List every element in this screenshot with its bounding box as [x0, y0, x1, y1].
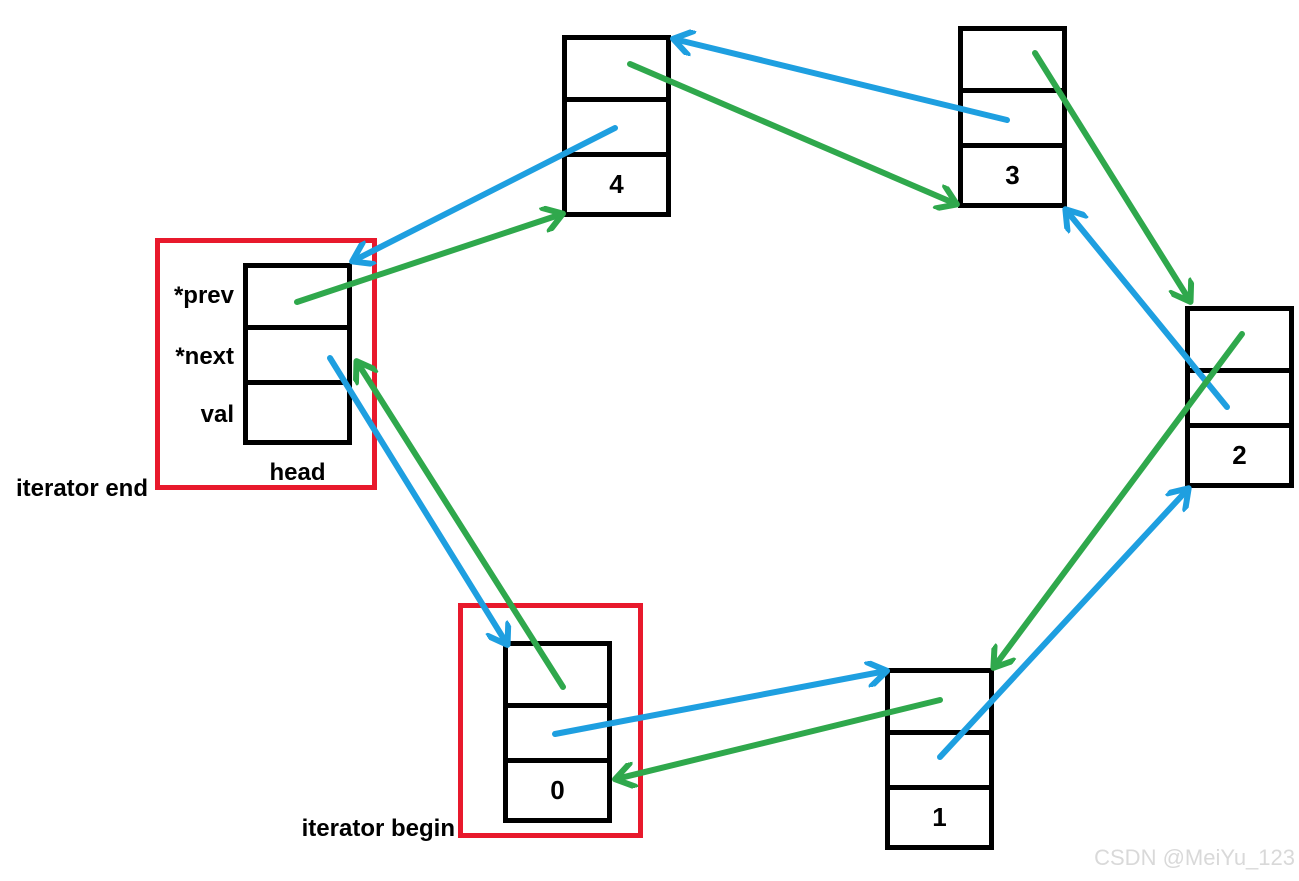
node2-next-cell	[1190, 373, 1289, 428]
watermark-text: CSDN @MeiYu_123	[1094, 845, 1295, 870]
arrow-prev-node4-to-node3	[627, 61, 956, 204]
node0-prev-cell	[508, 646, 607, 708]
list-node-1: 1	[885, 668, 994, 850]
node0-next-cell	[508, 708, 607, 763]
node1-next-cell	[890, 735, 989, 790]
head-prev-field-label: *prev	[173, 282, 234, 309]
node4-val-cell: 4	[609, 169, 624, 199]
iterator-begin-label: iterator begin	[301, 815, 455, 842]
node0-val-cell: 0	[550, 775, 565, 805]
node2-prev-cell	[1190, 311, 1289, 373]
node1-val-cell: 1	[932, 802, 947, 832]
node4-prev-cell	[567, 40, 666, 102]
list-node-0: 0	[503, 641, 612, 823]
node2-val-cell: 2	[1232, 440, 1247, 470]
head-next-cell	[248, 330, 347, 385]
head-caption: head	[269, 459, 326, 486]
node3-val-cell: 3	[1005, 160, 1020, 190]
head-val-cell	[248, 385, 347, 440]
list-node-head	[243, 263, 352, 445]
iterator-end-label: iterator end	[15, 475, 148, 502]
node3-prev-cell	[963, 31, 1062, 93]
head-val-field-label: val	[200, 401, 234, 428]
node1-prev-cell	[890, 673, 989, 735]
node4-next-cell	[567, 102, 666, 157]
head-prev-cell	[248, 268, 347, 330]
head-next-field-label: *next	[175, 343, 234, 370]
list-node-2: 2	[1185, 306, 1294, 488]
list-node-3: 3	[958, 26, 1067, 208]
node3-next-cell	[963, 93, 1062, 148]
list-node-4: 4	[562, 35, 671, 217]
